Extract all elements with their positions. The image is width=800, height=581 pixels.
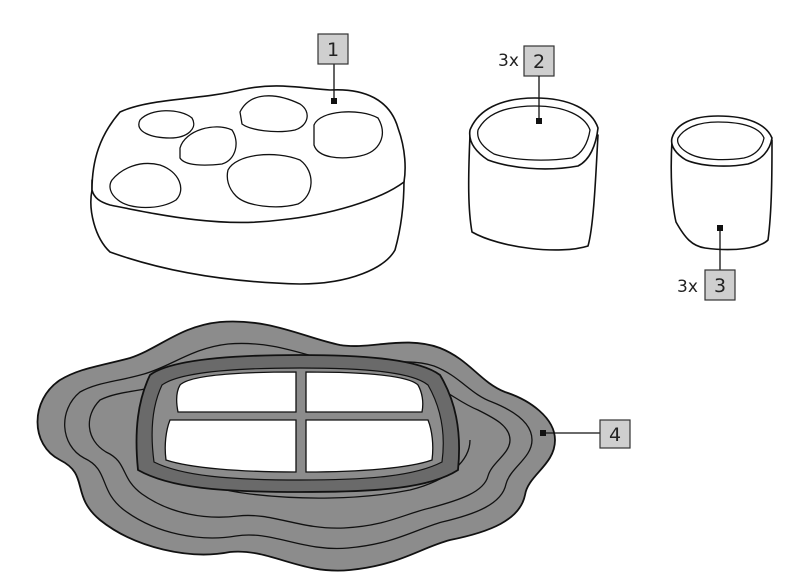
callout-box-3 [704, 269, 736, 301]
callout-box-2 [523, 45, 555, 77]
callout-box-1 [317, 33, 349, 65]
callout-number-2: 2 [533, 51, 545, 73]
leader-dot-4 [540, 430, 546, 436]
part-insert-small-illustration [670, 115, 773, 251]
leader-dot-3 [717, 225, 723, 231]
callout-number-4: 4 [609, 424, 621, 446]
part-base-illustration [90, 85, 406, 285]
leader-dot-1 [331, 98, 337, 104]
callout-number-3: 3 [714, 275, 726, 297]
part-mat-illustration [36, 320, 556, 572]
leader-dot-2 [536, 118, 542, 124]
callout-box-4 [599, 419, 631, 449]
callout-number-1: 1 [327, 39, 339, 61]
quantity-label-2: 3x [498, 51, 519, 71]
quantity-label-3: 3x [677, 277, 698, 297]
part-insert-large-illustration [467, 97, 599, 251]
